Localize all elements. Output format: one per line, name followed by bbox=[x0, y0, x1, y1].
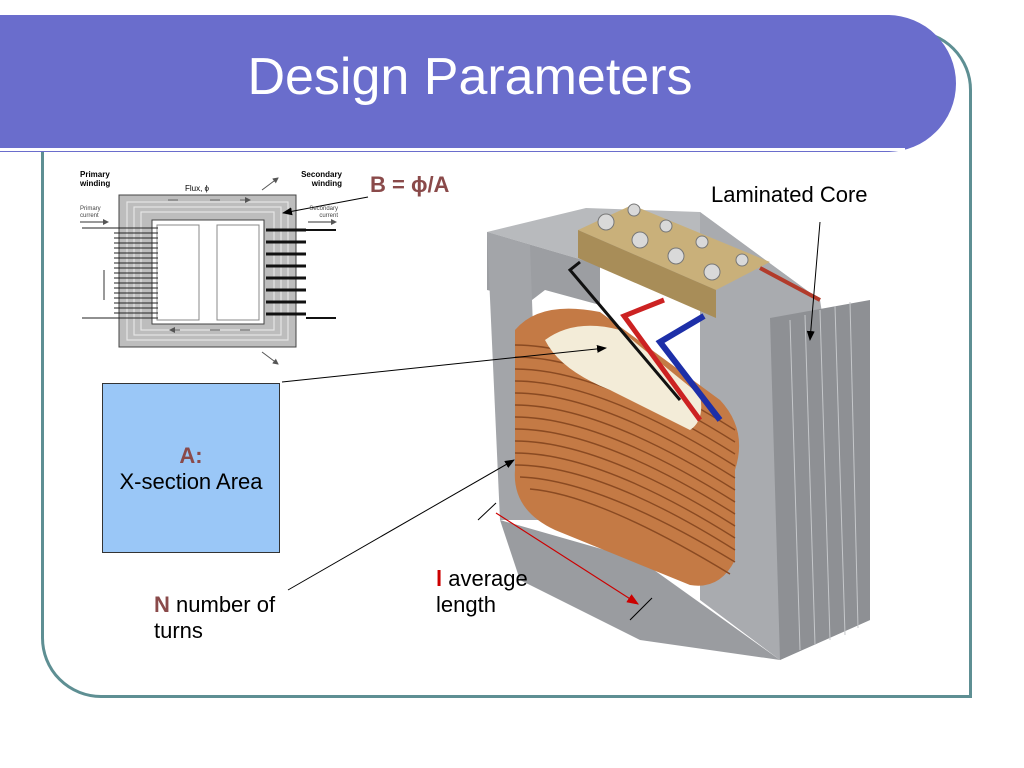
length-label: l average length bbox=[436, 566, 576, 618]
schematic-secondary-label: Secondary winding bbox=[301, 170, 342, 188]
laminated-core-label: Laminated Core bbox=[711, 182, 868, 207]
length-text-2: length bbox=[436, 592, 496, 617]
length-symbol: l bbox=[436, 566, 443, 591]
schematic-primary-label: Primary winding bbox=[80, 170, 111, 188]
schematic-flux-label: Flux, ϕ bbox=[185, 184, 210, 193]
area-symbol: A: bbox=[179, 443, 203, 468]
transformer-schematic bbox=[80, 177, 337, 365]
area-arrow bbox=[281, 344, 607, 383]
cross-section-area-box: A: X-section Area bbox=[102, 383, 280, 553]
slide-title: Design Parameters bbox=[247, 48, 693, 106]
turns-text-2: turns bbox=[154, 618, 203, 643]
length-tick-start bbox=[477, 502, 497, 521]
turns-text: number of bbox=[176, 592, 276, 617]
title-bar bbox=[0, 15, 956, 152]
length-tick-end bbox=[629, 597, 653, 621]
turns-label: N number of turns bbox=[154, 592, 324, 644]
flux-density-arrow bbox=[282, 196, 369, 216]
turns-symbol: N bbox=[154, 592, 170, 617]
length-text: average bbox=[448, 566, 528, 591]
schematic-secondary-current: Secondary current bbox=[309, 206, 338, 219]
core-arrow bbox=[806, 221, 821, 341]
title-underline bbox=[0, 148, 905, 151]
transformer-photo bbox=[487, 203, 870, 660]
turns-arrow bbox=[287, 459, 515, 591]
area-text: X-section Area bbox=[119, 469, 263, 494]
terminal-block bbox=[578, 203, 770, 318]
schematic-primary-current: Primary current bbox=[80, 206, 101, 219]
flux-density-label: B = ϕ/A bbox=[370, 172, 450, 197]
length-arrow bbox=[495, 512, 640, 605]
